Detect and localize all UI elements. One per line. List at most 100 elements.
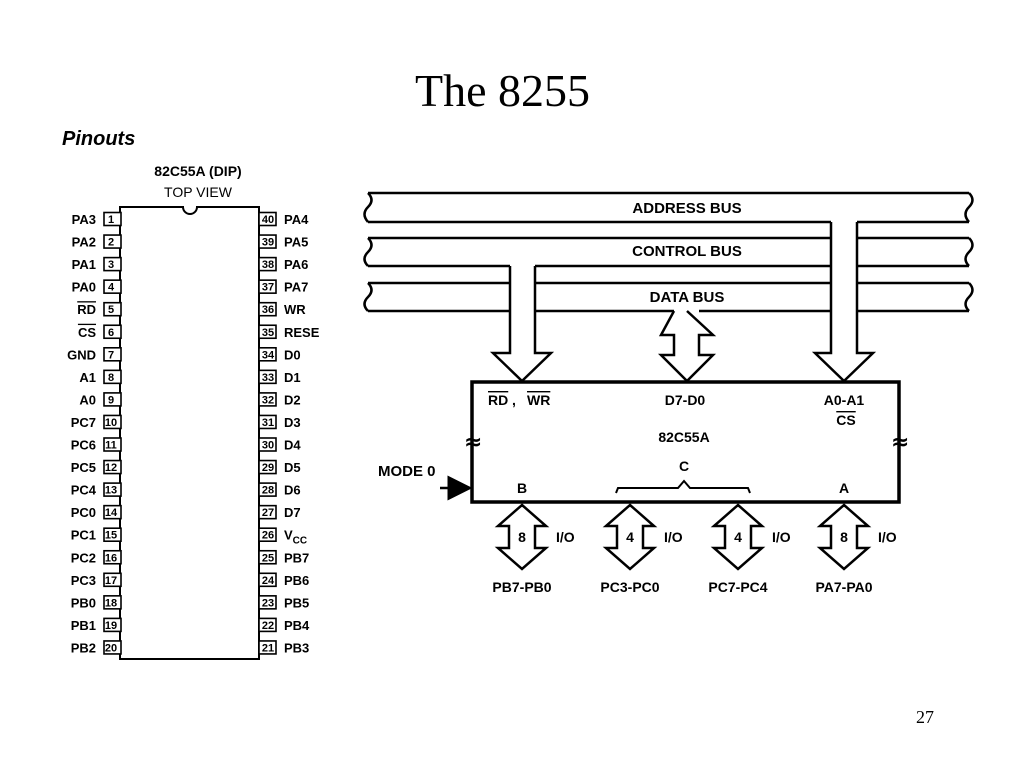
address-bus-left-break bbox=[363, 192, 373, 223]
page-number: 27 bbox=[916, 707, 934, 727]
address-bus-label: ADDRESS BUS bbox=[632, 200, 741, 217]
pin-35: 35 RESE bbox=[258, 324, 320, 340]
pin-name: PA4 bbox=[284, 212, 309, 227]
pin-number: 17 bbox=[105, 575, 117, 587]
pin-box bbox=[258, 414, 277, 430]
right-break-symbol: ≈ bbox=[891, 430, 909, 455]
pin-name: PC6 bbox=[71, 438, 96, 453]
pin-box bbox=[103, 640, 122, 655]
control-bus-left-break bbox=[363, 237, 373, 267]
rd-label: RD bbox=[488, 392, 508, 408]
pin-name: A0 bbox=[79, 392, 96, 407]
pin-name: D5 bbox=[284, 460, 301, 475]
pin-number: 10 bbox=[105, 417, 117, 429]
pin-name: PC7 bbox=[71, 415, 96, 430]
pin-number: 3 bbox=[108, 259, 114, 271]
pin-number: 19 bbox=[105, 620, 117, 632]
pin-name: PA3 bbox=[72, 212, 96, 227]
pin-number: 35 bbox=[262, 327, 274, 339]
pin-name: PA2 bbox=[72, 235, 96, 250]
data-bus-right-break bbox=[964, 282, 974, 312]
pin-name: PB6 bbox=[284, 573, 309, 588]
pin-box bbox=[258, 211, 277, 227]
port-io-label: I/O bbox=[772, 529, 791, 545]
pin-box bbox=[103, 414, 122, 430]
pin-box bbox=[103, 301, 122, 317]
pin-number: 40 bbox=[262, 214, 274, 226]
pin-number: 11 bbox=[105, 440, 117, 452]
pin-name: WR bbox=[284, 302, 306, 317]
pin-name: RESE bbox=[284, 325, 320, 340]
pin-number: 20 bbox=[105, 642, 117, 654]
pin-number: 34 bbox=[262, 349, 275, 361]
pin-box bbox=[258, 504, 277, 520]
pin-name: RD bbox=[77, 302, 96, 317]
port-width: 4 bbox=[734, 529, 742, 545]
pin-number: 36 bbox=[262, 304, 274, 316]
view-label: TOP VIEW bbox=[164, 184, 233, 200]
pin-name: CS bbox=[78, 325, 96, 340]
pin-number: 37 bbox=[262, 282, 274, 294]
pin-number: 31 bbox=[262, 417, 274, 429]
address-to-chip-arrow bbox=[811, 222, 877, 383]
pin-box bbox=[103, 437, 122, 452]
port-io-label: I/O bbox=[878, 529, 897, 545]
pin-box bbox=[258, 301, 277, 317]
pin-number: 14 bbox=[105, 507, 118, 519]
mode-label: MODE 0 bbox=[378, 463, 436, 480]
bidirectional-arrow bbox=[494, 503, 550, 571]
chip-select-label: CS bbox=[836, 412, 855, 428]
port-width: 8 bbox=[840, 529, 848, 545]
pin-number: 2 bbox=[108, 237, 114, 249]
pin-box bbox=[103, 346, 122, 362]
pin-box bbox=[103, 482, 122, 497]
pin-name: PA7 bbox=[284, 280, 308, 295]
pin-name: D1 bbox=[284, 370, 301, 385]
pin-box bbox=[258, 482, 277, 497]
pin-10: 10 PC7 bbox=[71, 414, 122, 430]
pin-number: 1 bbox=[108, 214, 114, 226]
pin-box bbox=[258, 572, 277, 588]
port-b-label: B bbox=[517, 480, 527, 496]
pin-name-subscript: CC bbox=[293, 536, 307, 547]
pin-36: 36 WR bbox=[258, 301, 306, 317]
pin-name: PC5 bbox=[71, 460, 96, 475]
pin-box bbox=[103, 369, 122, 385]
data-bus-bidirectional-arrow bbox=[657, 310, 717, 383]
pin-box bbox=[103, 459, 122, 475]
pin-5: 5RD bbox=[77, 301, 122, 317]
pin-number: 13 bbox=[105, 485, 117, 497]
pin-box bbox=[258, 527, 277, 543]
pin-box bbox=[258, 346, 277, 362]
pin-number: 30 bbox=[262, 440, 274, 452]
slide-title: The 8255 bbox=[414, 65, 590, 116]
pin-name: PA5 bbox=[284, 235, 308, 250]
pin-name: GND bbox=[67, 347, 96, 362]
pin-box bbox=[258, 256, 277, 272]
pin-7: 7 GND bbox=[67, 346, 122, 362]
pin-box bbox=[103, 504, 122, 520]
pin-name: PB4 bbox=[284, 618, 310, 633]
pin-number: 7 bbox=[108, 349, 114, 361]
pin-name: PA0 bbox=[72, 280, 96, 295]
pin-number: 9 bbox=[108, 394, 114, 406]
pin-number: 38 bbox=[262, 259, 274, 271]
control-bus: CONTROL BUS bbox=[363, 236, 974, 268]
pin-box bbox=[103, 324, 122, 340]
bidirectional-arrow bbox=[602, 503, 658, 571]
